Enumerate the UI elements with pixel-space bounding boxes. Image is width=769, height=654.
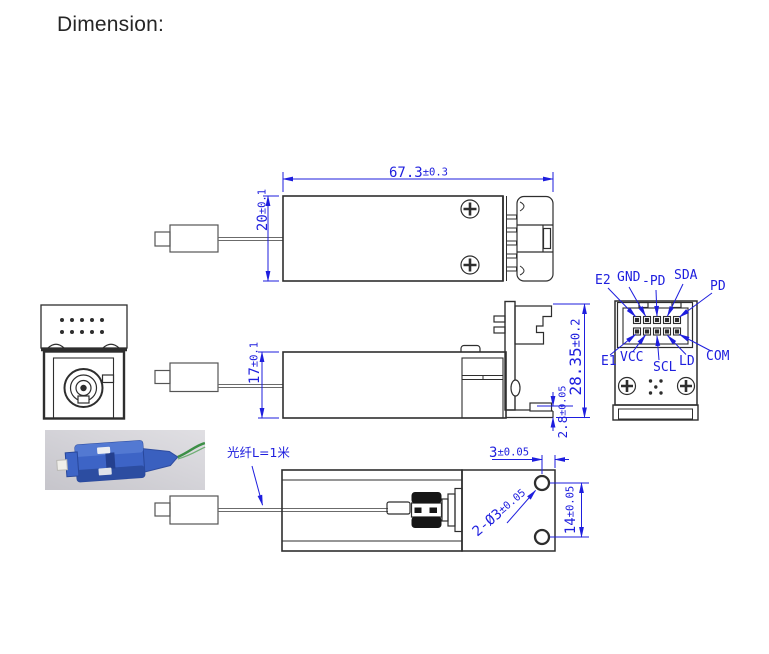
mounting-hole (533, 528, 551, 546)
dim-lines-top (263, 172, 554, 282)
dim-side-total-height: 28.35±0.2 (566, 318, 585, 396)
dim-side-body-height: 17±0.1 (247, 341, 263, 385)
fiber-pigtail-top (154, 224, 283, 253)
pin-grid (632, 315, 682, 336)
fiber-ferrule-assembly (386, 487, 463, 533)
mounting-plate (461, 469, 556, 552)
page-title: Dimension: (57, 13, 165, 36)
connector-housing-top (516, 195, 554, 282)
front-dots (60, 318, 104, 334)
fiber-pigtail-side (154, 362, 283, 393)
connector-block (514, 305, 553, 345)
top-view (154, 172, 554, 282)
fiber-pigtail-bottom (154, 495, 388, 525)
module-body-side (282, 351, 507, 419)
pin-label-pd-neg: -PD (642, 274, 666, 289)
pin-leader-lines (607, 283, 713, 361)
rear-view (607, 283, 713, 421)
fiber-length-note: 光纤L=1米 (227, 445, 290, 460)
pin-label-e1: E1 (601, 354, 617, 369)
screw-icon (460, 199, 480, 219)
pin-label-ld: LD (679, 354, 695, 369)
pin-label-gnd: GND (617, 270, 641, 285)
dim-lines-bottom (251, 455, 589, 538)
pin-label-vcc: VCC (620, 350, 644, 365)
ferrule-tip (56, 459, 68, 471)
screw-icon (460, 255, 480, 275)
pin-label-com: COM (706, 349, 730, 364)
fiber-receptacle (63, 368, 115, 408)
side-view (154, 300, 590, 431)
dim-top-height: 20±0.1 (255, 188, 271, 232)
pin-label-e2: E2 (595, 273, 611, 288)
dim-top-length: 67.3±0.3 (389, 165, 449, 181)
vent-dots (648, 379, 663, 395)
pin-label-sda: SDA (674, 268, 698, 283)
header-pins-top (506, 214, 517, 272)
screw-icon (617, 376, 637, 396)
front-view (40, 304, 128, 420)
connector-photo (45, 430, 206, 490)
fiber-cable (177, 441, 206, 459)
screw-icon (676, 376, 696, 396)
dim-bottom-hole-pitch: 14±0.05 (563, 485, 579, 535)
pin-label-pd: PD (710, 279, 726, 294)
bottom-view (154, 455, 589, 552)
dim-lines-side (258, 303, 590, 431)
mounting-hole (533, 474, 551, 492)
dim-side-step: 2.8±0.05 (555, 385, 570, 439)
dim-bottom-hole-edge: 3±0.05 (489, 445, 530, 461)
pin-label-scl: SCL (653, 360, 677, 375)
